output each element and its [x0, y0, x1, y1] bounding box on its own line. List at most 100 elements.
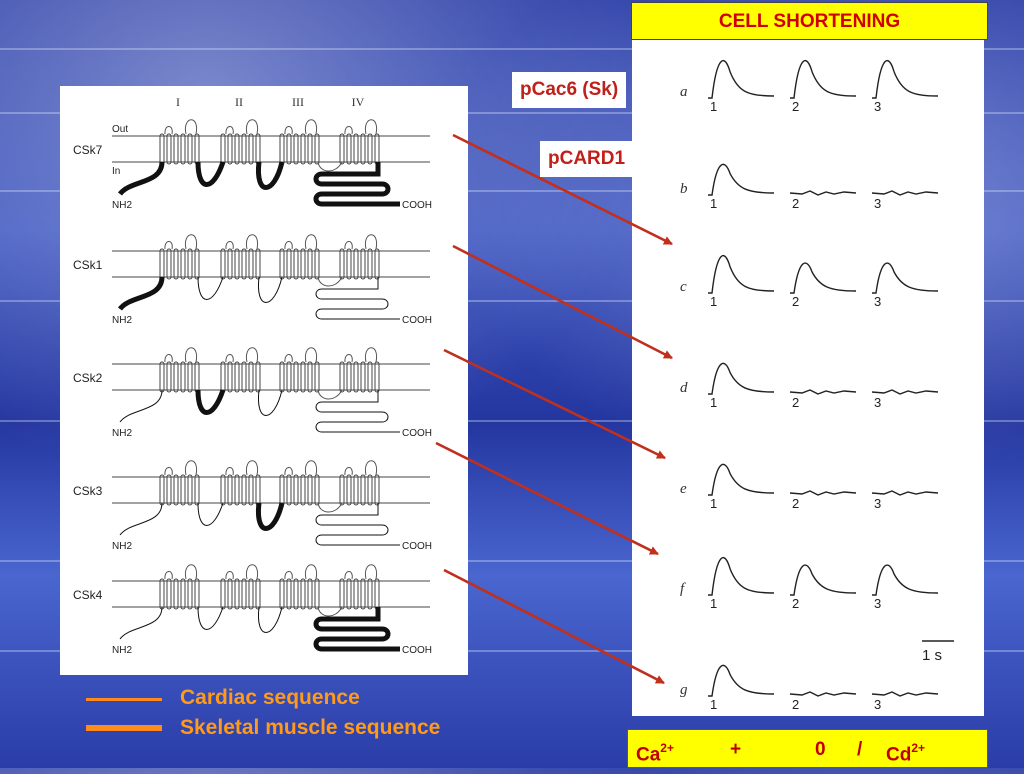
domain-label-1: I — [176, 95, 180, 109]
tm-segment — [346, 361, 352, 393]
channel-name: CSk1 — [73, 258, 103, 272]
trace-condition-number: 3 — [874, 294, 881, 309]
trace-g-2 — [789, 691, 857, 697]
extracellular-loop — [344, 354, 353, 363]
tm-segment — [187, 474, 193, 506]
p-loop — [245, 119, 259, 135]
cooh-tail — [315, 390, 400, 433]
legend-cardiac-label: Cardiac sequence — [180, 686, 360, 709]
loop-ii-iii — [255, 161, 285, 190]
tm-segment — [241, 248, 247, 280]
trace-g-1 — [708, 664, 775, 697]
tm-segment — [300, 361, 306, 393]
extracellular-loop — [344, 241, 353, 250]
plus-label: + — [730, 739, 742, 760]
tm-segment — [220, 578, 226, 610]
tm-segment — [293, 133, 299, 165]
tm-segment — [300, 248, 306, 280]
tm-segment — [173, 578, 179, 610]
trace-a-1 — [708, 60, 775, 99]
trace-condition-number: 3 — [874, 395, 881, 410]
trace-d-3 — [871, 389, 939, 395]
p-loop — [304, 347, 318, 363]
pcard1-label: pCARD1 — [540, 141, 634, 177]
extracellular-loop — [164, 467, 173, 476]
trace-f-1 — [708, 557, 775, 596]
tm-segment — [339, 248, 345, 280]
trace-condition-number: 2 — [792, 294, 799, 309]
p-loop — [304, 564, 318, 580]
tm-segment — [353, 248, 359, 280]
trace-condition-number: 2 — [792, 99, 799, 114]
cooh-label: COOH — [402, 645, 432, 656]
tm-segment — [367, 474, 373, 506]
tm-segment — [234, 248, 240, 280]
tm-segment — [339, 474, 345, 506]
tm-segment — [227, 133, 233, 165]
loop-ii-iii — [257, 389, 283, 416]
extracellular-loop — [284, 467, 293, 476]
p-loop — [245, 564, 259, 580]
p-loop — [364, 347, 378, 363]
trace-condition-number: 1 — [710, 697, 717, 712]
tm-segment — [307, 578, 313, 610]
trace-condition-number: 3 — [874, 99, 881, 114]
cooh-label: COOH — [402, 428, 432, 439]
extracellular-loop — [284, 126, 293, 135]
extracellular-loop — [164, 571, 173, 580]
trace-condition-number: 2 — [792, 596, 799, 611]
tm-segment — [374, 361, 380, 393]
trace-a-3 — [872, 60, 939, 99]
tm-segment — [255, 248, 261, 280]
trace-row-letter: a — [680, 84, 688, 100]
channel-name: CSk7 — [73, 143, 103, 157]
tm-segment — [307, 361, 313, 393]
tm-segment — [286, 474, 292, 506]
tm-segment — [248, 248, 254, 280]
cooh-tail — [313, 162, 400, 207]
trace-g-3 — [871, 691, 939, 697]
tm-segment — [166, 474, 172, 506]
tm-segment — [339, 361, 345, 393]
loop-ii-iii — [257, 606, 283, 633]
tm-segment — [367, 578, 373, 610]
tm-segment — [293, 361, 299, 393]
trace-e-1 — [708, 463, 775, 496]
trace-e-3 — [871, 490, 939, 496]
extracellular-loop — [344, 571, 353, 580]
extracellular-loop — [164, 354, 173, 363]
trace-condition-number: 2 — [792, 196, 799, 211]
trace-condition-number: 2 — [792, 395, 799, 410]
p-loop — [364, 564, 378, 580]
tm-segment — [293, 474, 299, 506]
tm-segment — [180, 133, 186, 165]
nh2-terminus — [119, 502, 163, 536]
nh2-label: NH2 — [112, 315, 132, 326]
trace-row-letter: g — [680, 682, 688, 698]
skeletal-line-swatch — [86, 725, 162, 731]
loop-i-ii — [195, 161, 226, 187]
loop-iii-iv — [317, 276, 343, 287]
arrow-csk2-to-e — [443, 348, 666, 460]
tm-segment — [293, 578, 299, 610]
tm-segment — [346, 133, 352, 165]
cooh-tail — [315, 503, 400, 546]
tm-segment — [173, 133, 179, 165]
domain-label-4: IV — [352, 95, 365, 109]
tm-segment — [241, 133, 247, 165]
tm-segment — [166, 248, 172, 280]
trace-condition-number: 3 — [874, 697, 881, 712]
tm-segment — [220, 474, 226, 506]
tm-segment — [166, 361, 172, 393]
tm-segment — [286, 248, 292, 280]
channel-name: CSk4 — [73, 588, 103, 602]
p-loop — [364, 234, 378, 250]
scale-bar-label: 1 s — [922, 647, 942, 664]
p-loop — [245, 234, 259, 250]
trace-f-3 — [872, 564, 939, 596]
